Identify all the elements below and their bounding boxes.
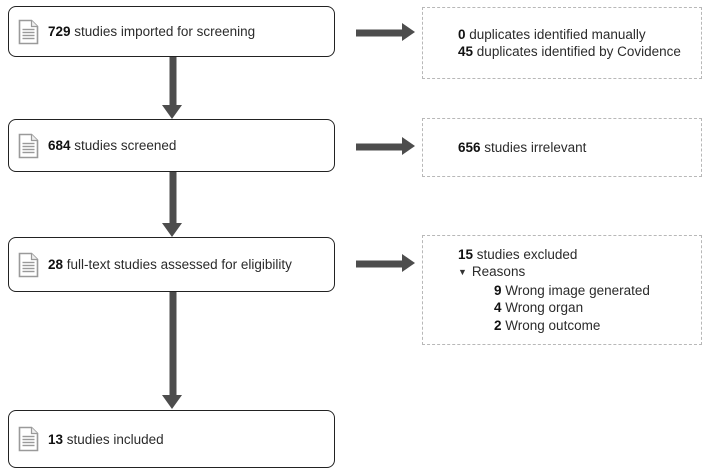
reasons-toggle-label: Reasons xyxy=(471,264,526,280)
note-label: duplicates identified by Covidence xyxy=(476,44,681,59)
stage-count: 729 xyxy=(48,24,71,39)
reason-label: Wrong image generated xyxy=(505,282,650,298)
reason-label: Wrong organ xyxy=(505,300,584,316)
arrow-shaft xyxy=(169,57,176,106)
arrow-shaft xyxy=(356,143,403,150)
stage-box-included: 13 studies included xyxy=(8,410,335,468)
note-line: 15 studies excluded xyxy=(458,246,701,264)
right-arrow-to-excluded-note xyxy=(356,254,415,273)
document-icon xyxy=(18,19,39,45)
stage-text: 28 full-text studies assessed for eligib… xyxy=(48,257,292,272)
down-arrow-screened-to-eligibility xyxy=(162,172,183,237)
stage-text: 13 studies included xyxy=(48,432,164,447)
reasons-collapse-toggle[interactable]: ▼ Reasons xyxy=(458,263,701,282)
arrow-head-down-icon xyxy=(162,395,182,409)
stage-label: studies screened xyxy=(74,138,177,153)
arrow-shaft xyxy=(356,29,403,36)
reason-line: 2 Wrong outcome xyxy=(494,317,701,335)
stage-label: studies imported for screening xyxy=(74,24,256,39)
stage-label: studies included xyxy=(66,431,164,447)
stage-text: 684 studies screened xyxy=(48,138,176,153)
arrow-head-right-icon xyxy=(402,137,415,155)
note-line: 45 duplicates identified by Covidence xyxy=(458,43,701,61)
arrow-head-right-icon xyxy=(402,254,415,272)
arrow-shaft xyxy=(356,260,403,267)
stage-box-eligibility: 28 full-text studies assessed for eligib… xyxy=(8,237,335,292)
arrow-shaft xyxy=(169,292,176,396)
note-count: 0 xyxy=(458,26,466,42)
stage-count: 13 xyxy=(48,431,64,447)
note-label: studies irrelevant xyxy=(484,139,587,155)
note-box-irrelevant: 656 studies irrelevant xyxy=(422,118,702,177)
arrow-head-down-icon xyxy=(162,223,182,237)
arrow-head-right-icon xyxy=(402,23,415,41)
note-label: studies excluded xyxy=(476,246,578,262)
note-label: duplicates identified manually xyxy=(469,26,646,42)
stage-count: 28 xyxy=(48,257,64,272)
reason-count: 9 xyxy=(494,282,502,298)
collapse-triangle-icon: ▼ xyxy=(458,267,467,278)
down-arrow-imported-to-screened xyxy=(162,57,183,119)
down-arrow-eligibility-to-included xyxy=(162,292,183,409)
reason-line: 9 Wrong image generated xyxy=(494,282,701,300)
stage-box-imported: 729 studies imported for screening xyxy=(8,6,335,57)
exclusion-reasons-list: 9 Wrong image generated 4 Wrong organ 2 … xyxy=(494,282,701,335)
reason-line: 4 Wrong organ xyxy=(494,299,701,317)
reason-count: 4 xyxy=(494,300,502,316)
note-count: 656 xyxy=(458,139,481,155)
arrow-shaft xyxy=(169,172,176,224)
stage-box-screened: 684 studies screened xyxy=(8,119,335,172)
note-box-duplicates: 0 duplicates identified manually 45 dupl… xyxy=(422,7,702,79)
note-line: 656 studies irrelevant xyxy=(458,139,701,157)
note-count: 15 xyxy=(458,246,474,262)
note-box-excluded: 15 studies excluded ▼ Reasons 9 Wrong ima… xyxy=(422,235,702,345)
stage-text: 729 studies imported for screening xyxy=(48,24,255,39)
stage-count: 684 xyxy=(48,138,71,153)
document-icon xyxy=(18,252,39,278)
document-icon xyxy=(18,426,39,452)
right-arrow-to-duplicates-note xyxy=(356,23,415,42)
right-arrow-to-irrelevant-note xyxy=(356,137,415,156)
reason-count: 2 xyxy=(494,317,502,333)
arrow-head-down-icon xyxy=(162,105,182,119)
stage-label: full-text studies assessed for eligibili… xyxy=(66,257,292,272)
note-count: 45 xyxy=(458,44,474,59)
note-line: 0 duplicates identified manually xyxy=(458,26,701,44)
reason-label: Wrong outcome xyxy=(505,317,601,333)
document-icon xyxy=(18,133,39,159)
